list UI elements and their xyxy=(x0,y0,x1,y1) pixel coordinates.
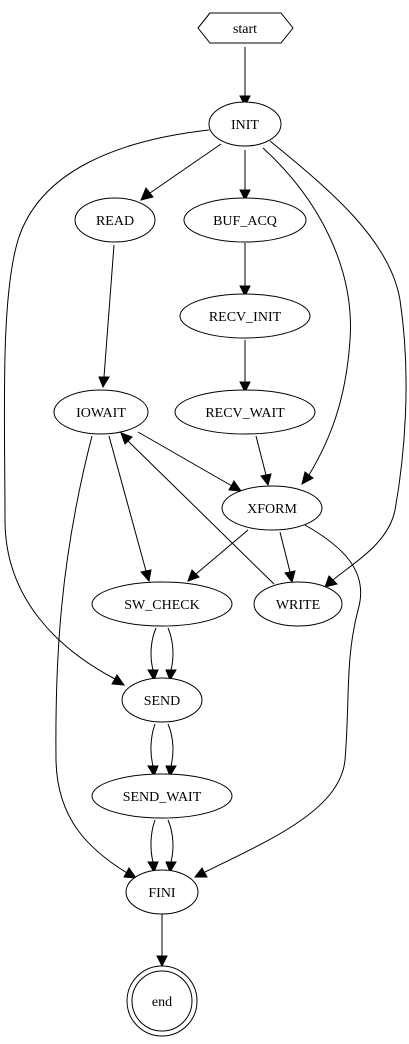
edge-send-wait-fini-2 xyxy=(165,819,177,874)
edge-xform-sw-check xyxy=(187,529,249,582)
edge-sw-check-send-1 xyxy=(147,627,159,682)
edge-read-iowait xyxy=(98,244,115,389)
edges xyxy=(3,47,407,968)
edge-send-send-wait-1 xyxy=(147,723,159,778)
node-recv-wait: RECV_WAIT xyxy=(174,389,316,435)
node-fini-label: FINI xyxy=(148,886,176,901)
node-sw-check-label: SW_CHECK xyxy=(124,598,199,613)
node-write: WRITE xyxy=(253,581,343,627)
node-write-label: WRITE xyxy=(276,598,320,613)
edge-recv-wait-xform xyxy=(255,435,272,487)
edge-iowait-sw-check xyxy=(108,435,152,583)
node-xform-label: XFORM xyxy=(247,502,297,517)
edge-buf-acq-recv-init xyxy=(239,243,251,298)
edge-sw-check-send-2 xyxy=(165,627,177,682)
node-buf-acq-label: BUF_ACQ xyxy=(213,214,277,229)
node-send-wait: SEND_WAIT xyxy=(91,773,233,819)
node-init-label: INIT xyxy=(231,118,259,133)
node-send-wait-label: SEND_WAIT xyxy=(123,790,202,805)
edge-init-read xyxy=(140,143,222,201)
node-recv-init-label: RECV_INIT xyxy=(209,310,282,325)
node-send: SEND xyxy=(121,677,203,723)
node-end-label: end xyxy=(152,995,172,1010)
node-iowait-label: IOWAIT xyxy=(76,406,126,421)
node-sw-check: SW_CHECK xyxy=(91,581,233,627)
edge-xform-write xyxy=(279,531,296,584)
node-end: end xyxy=(126,965,198,1037)
node-send-label: SEND xyxy=(144,694,181,709)
edge-init-buf-acq xyxy=(239,150,251,202)
node-buf-acq: BUF_ACQ xyxy=(183,197,307,243)
edge-send-send-wait-2 xyxy=(165,723,177,778)
node-read: READ xyxy=(74,197,156,243)
node-init: INIT xyxy=(208,101,282,147)
node-recv-wait-label: RECV_WAIT xyxy=(205,406,285,421)
edge-recv-init-recv-wait xyxy=(239,340,251,394)
edge-send-wait-fini-1 xyxy=(147,819,159,874)
edge-start-init xyxy=(239,47,251,108)
edge-write-iowait xyxy=(120,432,275,585)
edge-init-write xyxy=(269,140,407,588)
node-recv-init: RECV_INIT xyxy=(179,293,311,339)
edge-iowait-fini xyxy=(55,435,138,879)
edge-xform-fini xyxy=(193,524,362,878)
node-start: start xyxy=(197,12,294,44)
edge-init-send xyxy=(3,129,210,686)
edge-init-xform xyxy=(262,147,351,485)
nodes: start INIT READ BUF_ACQ RECV_INIT IOWAIT… xyxy=(53,12,343,1037)
node-start-label: start xyxy=(233,22,257,37)
edge-iowait-xform xyxy=(137,431,243,492)
edge-fini-end xyxy=(156,914,168,968)
node-read-label: READ xyxy=(96,214,134,229)
node-iowait: IOWAIT xyxy=(53,389,149,435)
node-fini: FINI xyxy=(125,869,199,915)
node-xform: XFORM xyxy=(221,485,323,531)
